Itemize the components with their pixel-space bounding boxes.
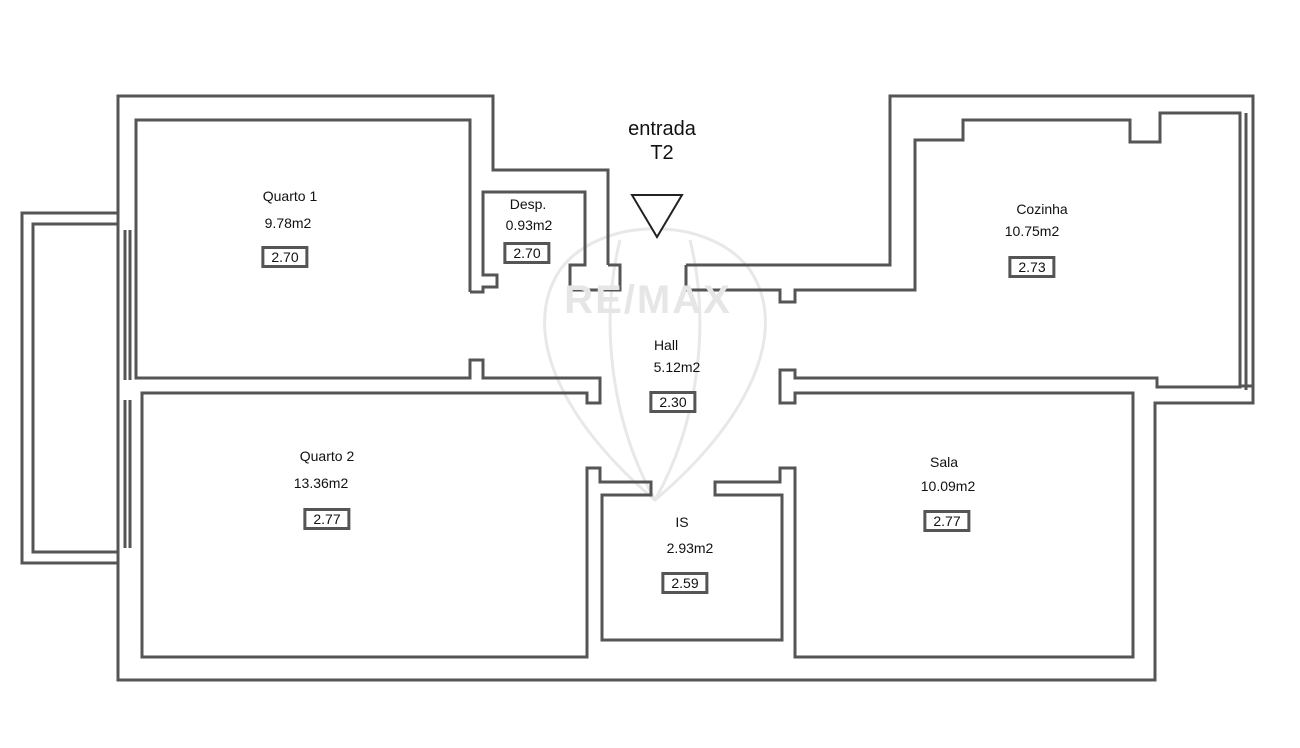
room-cozinha-area: 10.75m2 bbox=[1004, 223, 1060, 239]
room-quarto1-height: 2.70 bbox=[261, 246, 309, 268]
room-hall-height: 2.30 bbox=[649, 391, 697, 413]
room-cozinha-name: Cozinha bbox=[1016, 201, 1068, 217]
room-quarto1-name: Quarto 1 bbox=[262, 188, 318, 204]
room-desp-name: Desp. bbox=[509, 196, 547, 212]
room-is-name: IS bbox=[675, 514, 689, 530]
entrance-arrow-icon bbox=[630, 194, 684, 239]
entrance-text: entrada bbox=[628, 118, 696, 140]
room-hall-name: Hall bbox=[653, 337, 679, 353]
entrance-label: entrada T2 bbox=[628, 117, 696, 165]
balcony-inner bbox=[31, 222, 118, 554]
room-quarto1-area: 9.78m2 bbox=[264, 215, 312, 231]
room-sala-name: Sala bbox=[929, 454, 959, 470]
desp-wall bbox=[470, 190, 622, 294]
walls bbox=[20, 94, 1255, 682]
window-quarto1 bbox=[123, 230, 132, 380]
room-quarto2-height: 2.77 bbox=[303, 508, 351, 530]
quarto1-wall bbox=[134, 111, 1242, 659]
room-quarto2-name: Quarto 2 bbox=[299, 448, 355, 464]
outer-wall bbox=[116, 94, 1255, 682]
room-cozinha-height: 2.73 bbox=[1008, 256, 1056, 278]
room-is-area: 2.93m2 bbox=[666, 540, 714, 556]
room-sala-area: 10.09m2 bbox=[920, 478, 976, 494]
room-is-height: 2.59 bbox=[661, 572, 709, 594]
watermark-text: RE/MAX bbox=[564, 278, 732, 322]
balcony-outer bbox=[20, 211, 118, 565]
room-desp-height: 2.70 bbox=[503, 242, 551, 264]
room-desp-area: 0.93m2 bbox=[505, 217, 553, 233]
kitchen-window bbox=[1240, 113, 1253, 390]
room-hall-area: 5.12m2 bbox=[653, 359, 701, 375]
window-quarto2 bbox=[123, 400, 132, 548]
entrance-type: T2 bbox=[650, 142, 674, 164]
room-quarto2-area: 13.36m2 bbox=[293, 475, 349, 491]
room-sala-height: 2.77 bbox=[923, 510, 971, 532]
